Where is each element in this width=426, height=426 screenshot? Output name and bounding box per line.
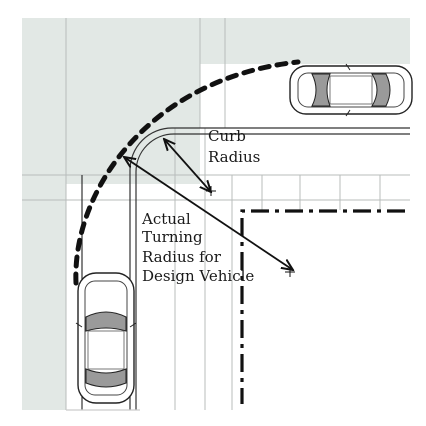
curb-radius-label: Curb Radius bbox=[208, 127, 260, 166]
turning-radius-label-line: Actual bbox=[141, 210, 191, 228]
turning-radius-arrow-icon bbox=[124, 157, 293, 270]
turning-radius-label-line: Design Vehicle bbox=[142, 267, 254, 285]
car-top-view-icon bbox=[289, 63, 413, 117]
curb-radius-label-line: Radius bbox=[208, 148, 260, 166]
turning-radius-label-line: Turning bbox=[142, 228, 203, 246]
center-point-marker-icon bbox=[206, 186, 295, 277]
curb-radius-label-line: Curb bbox=[208, 127, 246, 145]
turning-radius-label: Actual Turning Radius for Design Vehicle bbox=[141, 210, 254, 285]
turning-radius-label-line: Radius for bbox=[142, 248, 222, 266]
car-top-view-icon bbox=[75, 272, 137, 404]
vehicle-turning-path bbox=[73, 59, 301, 286]
